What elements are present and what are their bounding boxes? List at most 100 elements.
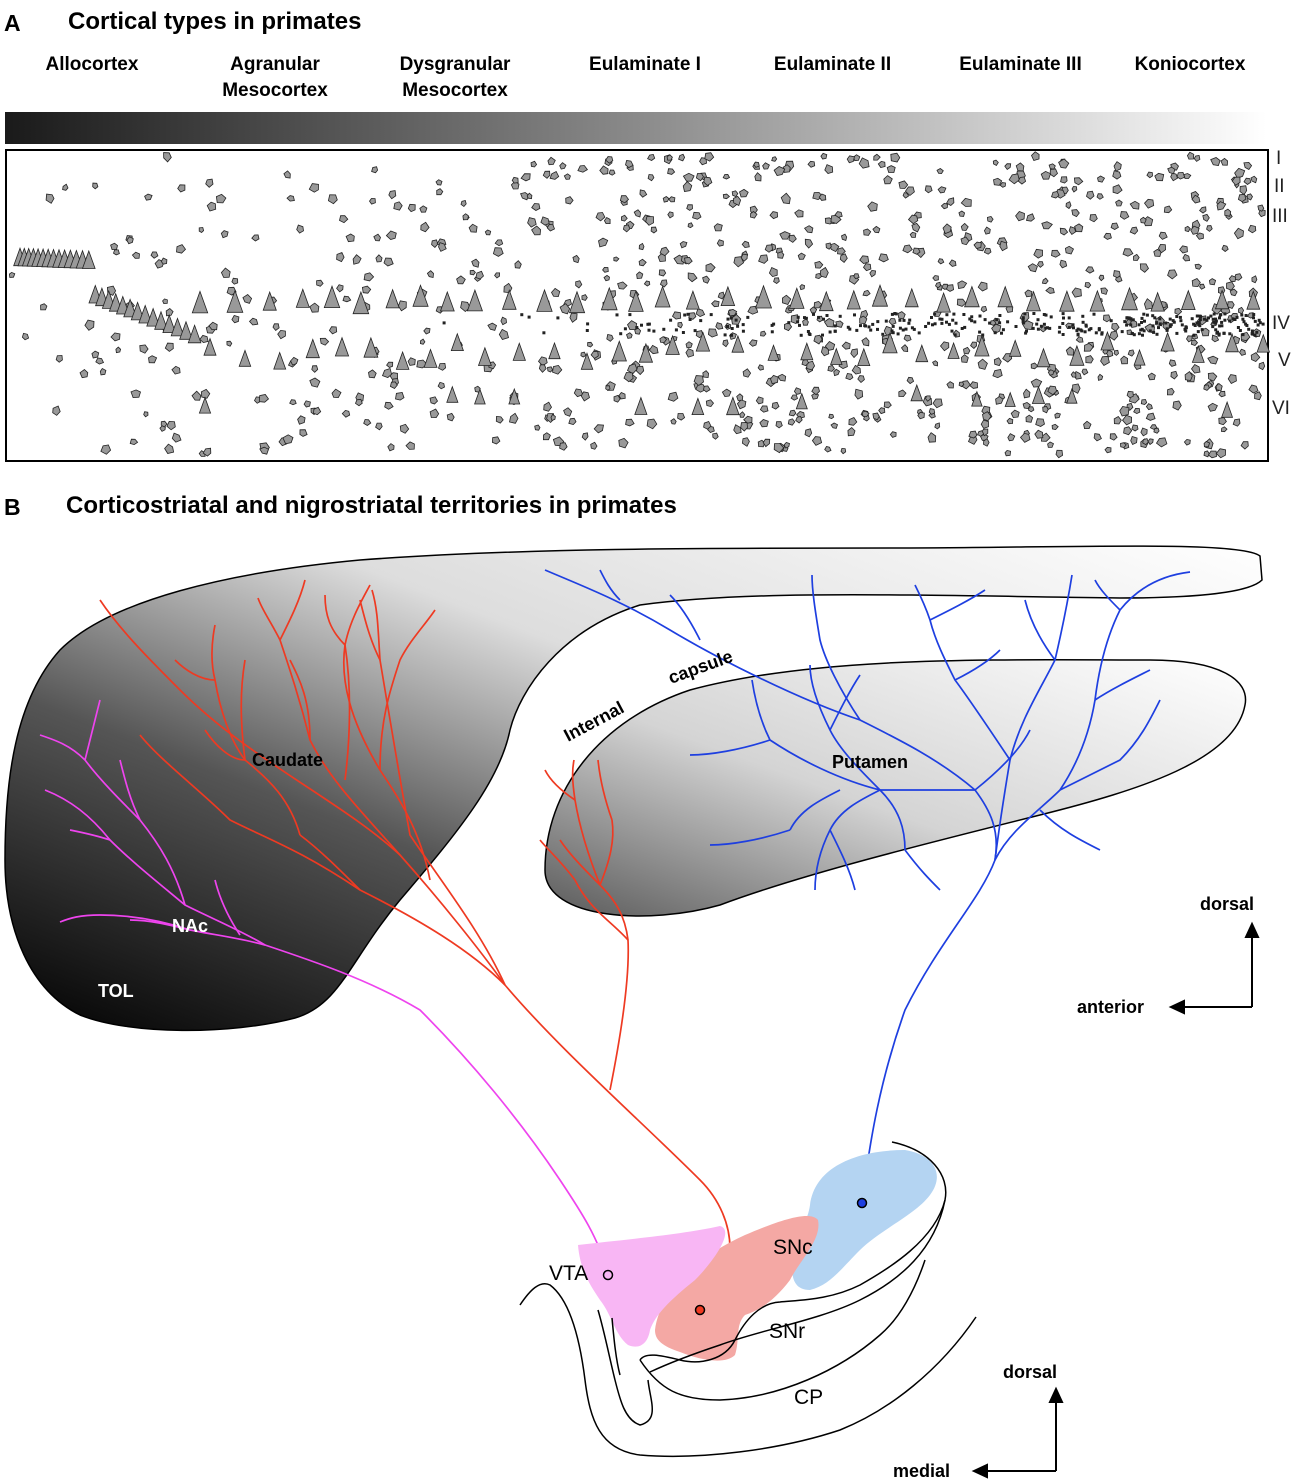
pyramidal-cell [1066, 387, 1078, 404]
granule-cell [902, 318, 906, 322]
granular-cell [1112, 170, 1122, 180]
granular-cell [1142, 438, 1149, 446]
granular-cell [848, 416, 858, 426]
granular-cell [703, 421, 712, 430]
granular-cell [1006, 417, 1014, 425]
granular-cell [1008, 173, 1020, 185]
granular-cell [820, 152, 828, 160]
granule-cell [927, 321, 931, 325]
granular-cell [494, 239, 504, 247]
granule-cell [1253, 333, 1257, 337]
granular-cell [673, 254, 685, 265]
granule-cell [898, 326, 902, 330]
granular-cell [1122, 248, 1134, 257]
granular-cell [1068, 226, 1077, 235]
granule-cell [846, 325, 850, 329]
granule-cell [1178, 315, 1182, 319]
granular-cell [296, 224, 304, 234]
granule-cell [1220, 324, 1224, 328]
granule-cell [995, 318, 999, 322]
granular-cell [977, 358, 988, 370]
granule-cell [681, 331, 685, 334]
granular-cell [753, 161, 760, 168]
granule-cell [669, 318, 673, 322]
granular-cell [758, 254, 769, 264]
granular-cell [1060, 176, 1068, 184]
pyramidal-cell [395, 350, 410, 370]
granular-cell [659, 336, 668, 343]
cp-label: CP [794, 1386, 823, 1409]
granular-cell [618, 392, 626, 400]
compass-upper-dorsal: dorsal [1200, 894, 1254, 914]
granule-cell [893, 312, 897, 315]
granular-cell [670, 418, 677, 425]
layer-label-vi: VI [1272, 398, 1290, 419]
granule-cell [1125, 323, 1129, 327]
layer-label-i: I [1276, 148, 1282, 169]
granule-cell [1247, 327, 1251, 331]
granular-cell [782, 164, 791, 173]
granular-cell [1112, 184, 1123, 195]
pyramidal-cell [154, 310, 168, 330]
putamen-shape [544, 659, 1247, 917]
granule-cell [1083, 330, 1087, 334]
granule-cell [952, 312, 956, 316]
granule-cell [998, 314, 1002, 317]
arrowhead-up-icon [1048, 1386, 1064, 1403]
granular-cell [530, 160, 538, 168]
granular-cell [773, 166, 786, 176]
granular-cell [542, 432, 551, 441]
granule-cell [1148, 329, 1152, 333]
granular-cell [1113, 161, 1122, 172]
granular-cell [407, 357, 416, 366]
granular-cell [1042, 406, 1049, 414]
granular-cell [375, 254, 383, 263]
granular-cell [1140, 216, 1147, 224]
granule-cell [1155, 321, 1159, 325]
granule-cell [945, 313, 949, 317]
granular-cell [165, 307, 174, 317]
granular-cell [492, 247, 504, 257]
granular-cell [575, 280, 583, 289]
granular-cell [1133, 253, 1140, 261]
granular-cell [426, 270, 434, 278]
granular-cell [1203, 384, 1210, 391]
pyramidal-cell [477, 346, 492, 366]
granule-cell [1061, 322, 1065, 325]
granular-cell [999, 182, 1006, 188]
granular-cell [858, 157, 870, 169]
granular-cell [1250, 352, 1261, 362]
pyramidal-cell [187, 324, 202, 344]
granule-cell [998, 321, 1002, 325]
granule-cell [848, 327, 852, 331]
granular-cell [456, 275, 466, 285]
granule-cell [1233, 318, 1237, 321]
granule-cell [1192, 322, 1196, 326]
granular-cell [839, 253, 848, 263]
cortical-type-eulaminate-2: Eulaminate II [755, 52, 910, 78]
granular-cell [1010, 409, 1020, 419]
granular-cell [259, 446, 269, 455]
granule-cell [1032, 312, 1036, 315]
granular-cell [859, 315, 868, 325]
granular-cell [1070, 371, 1077, 378]
granular-cell [514, 260, 522, 269]
granular-cell [494, 272, 501, 279]
granule-cell [1140, 316, 1144, 320]
red-fiber-tract [99, 579, 731, 1311]
granular-cell [667, 391, 679, 402]
granule-cell [1097, 328, 1101, 332]
granular-cell [309, 302, 320, 313]
pyramidal-cell [439, 290, 455, 312]
granule-cell [1218, 316, 1221, 320]
pyramidal-cell [203, 337, 217, 356]
granular-cell [1218, 390, 1226, 398]
granular-cell [1025, 213, 1035, 222]
granular-cell [487, 322, 497, 331]
pyramidal-cell [1031, 385, 1046, 404]
granule-cell [1205, 318, 1209, 322]
granular-cell [163, 152, 172, 163]
granular-cell [282, 434, 294, 445]
granule-cell [1081, 314, 1085, 318]
granular-cell [1028, 406, 1035, 413]
